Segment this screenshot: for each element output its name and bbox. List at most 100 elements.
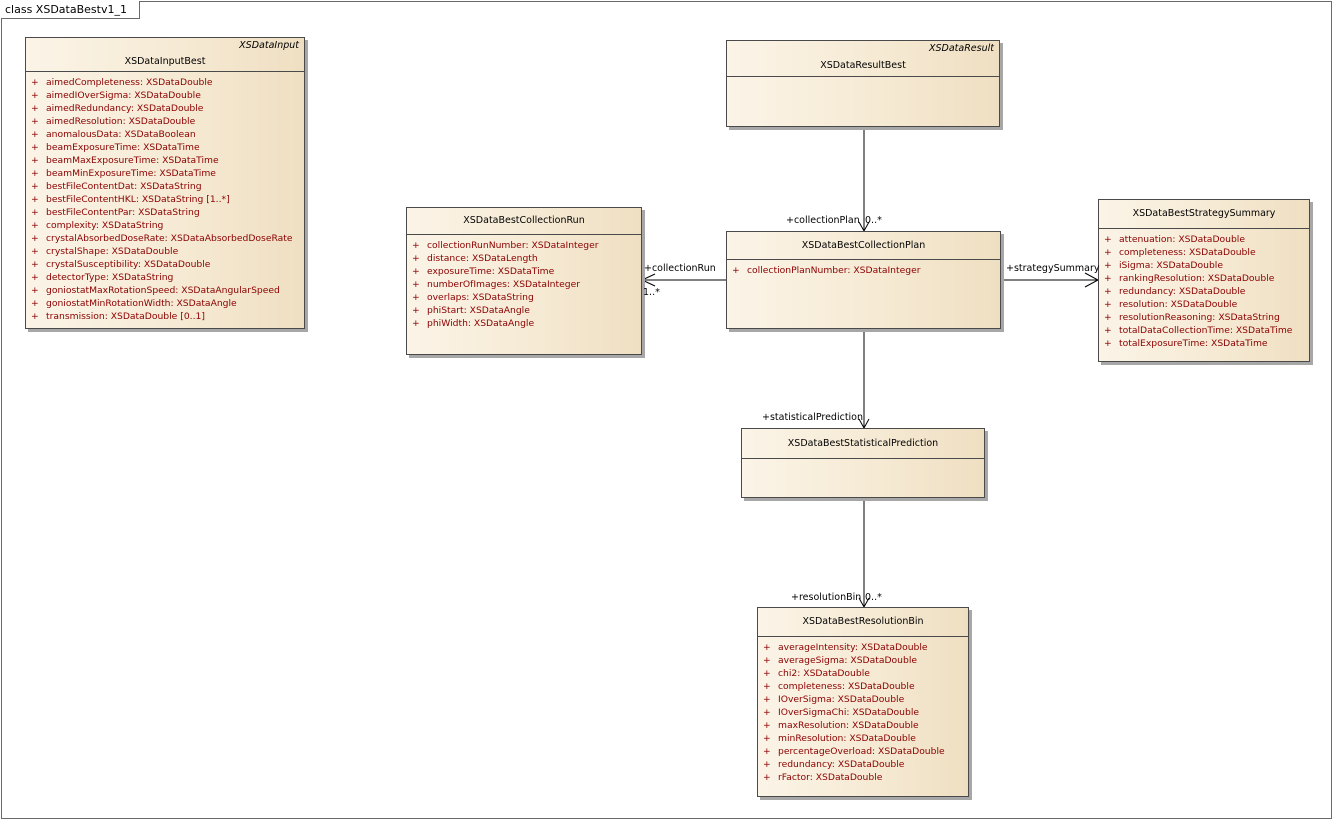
attribute-row[interactable]: +maxResolution: XSDataDouble: [758, 719, 968, 732]
visibility-marker: +: [763, 681, 771, 692]
attribute-text: numberOfImages: XSDataInteger: [427, 279, 581, 290]
attribute-row[interactable]: +crystalShape: XSDataDouble: [26, 245, 304, 258]
attribute-row[interactable]: +beamMaxExposureTime: XSDataTime: [26, 154, 304, 167]
attribute-row[interactable]: +redundancy: XSDataDouble: [758, 758, 968, 771]
attribute-row[interactable]: +averageIntensity: XSDataDouble: [758, 641, 968, 654]
attribute-row[interactable]: +collectionPlanNumber: XSDataInteger: [727, 264, 1000, 277]
attribute-text: aimedIOverSigma: XSDataDouble: [46, 90, 201, 101]
visibility-marker: +: [31, 116, 39, 127]
attribute-row[interactable]: +resolution: XSDataDouble: [1099, 298, 1309, 311]
attribute-row[interactable]: +goniostatMinRotationWidth: XSDataAngle: [26, 297, 304, 310]
attribute-row[interactable]: +transmission: XSDataDouble [0..1]: [26, 310, 304, 323]
attribute-row[interactable]: +phiStart: XSDataAngle: [407, 304, 641, 317]
class-header: XSDataBestCollectionRun: [407, 208, 641, 235]
attribute-text: phiWidth: XSDataAngle: [427, 318, 535, 329]
visibility-marker: +: [412, 266, 420, 277]
class-best-strategy-summary[interactable]: XSDataBestStrategySummary +attenuation: …: [1098, 199, 1310, 362]
attribute-row[interactable]: +totalDataCollectionTime: XSDataTime: [1099, 324, 1309, 337]
attribute-text: goniostatMaxRotationSpeed: XSDataAngular…: [46, 285, 280, 296]
attribute-row[interactable]: + attenuation: XSDataDouble: [1099, 233, 1309, 246]
attribute-row[interactable]: +IOverSigmaChi: XSDataDouble: [758, 706, 968, 719]
visibility-marker: +: [31, 285, 39, 296]
attribute-text: crystalAbsorbedDoseRate: XSDataAbsorbedD…: [46, 233, 293, 244]
visibility-marker: +: [1104, 234, 1112, 245]
attribute-row[interactable]: +distance: XSDataLength: [407, 252, 641, 265]
attribute-row[interactable]: + collectionRunNumber: XSDataInteger: [407, 239, 641, 252]
attribute-row[interactable]: +beamExposureTime: XSDataTime: [26, 141, 304, 154]
class-stereotype: XSDataInput: [239, 40, 299, 51]
attribute-text: anomalousData: XSDataBoolean: [46, 129, 196, 140]
visibility-marker: +: [763, 668, 771, 679]
class-header: XSDataBestCollectionPlan: [727, 232, 1000, 260]
visibility-marker: +: [412, 240, 420, 251]
visibility-marker: +: [732, 265, 740, 276]
attribute-row[interactable]: + aimedIOverSigma: XSDataDouble: [26, 89, 304, 102]
attribute-row[interactable]: +bestFileContentDat: XSDataString: [26, 180, 304, 193]
class-best-collection-run[interactable]: XSDataBestCollectionRun + collectionRunNu…: [406, 207, 642, 355]
class-result-best[interactable]: XSDataResult XSDataResultBest: [726, 40, 1000, 127]
attribute-row[interactable]: + goniostatMaxRotationSpeed: XSDataAngula…: [26, 284, 304, 297]
attribute-row[interactable]: +chi2: XSDataDouble: [758, 667, 968, 680]
attribute-text: redundancy: XSDataDouble: [778, 759, 905, 770]
attribute-row[interactable]: +numberOfImages: XSDataInteger: [407, 278, 641, 291]
visibility-marker: +: [1104, 312, 1112, 323]
attribute-row[interactable]: + percentageOverload: XSDataDouble: [758, 745, 968, 758]
attribute-row[interactable]: +averageSigma: XSDataDouble: [758, 654, 968, 667]
attribute-text: exposureTime: XSDataTime: [427, 266, 555, 277]
attribute-row[interactable]: +complexity: XSDataString: [26, 219, 304, 232]
attribute-row[interactable]: +anomalousData: XSDataBoolean: [26, 128, 304, 141]
attribute-row[interactable]: +rankingResolution: XSDataDouble: [1099, 272, 1309, 285]
attribute-row[interactable]: +phiWidth: XSDataAngle: [407, 317, 641, 330]
visibility-marker: +: [1104, 286, 1112, 297]
attribute-list: +aimedCompleteness: XSDataDouble+aimedIO…: [26, 72, 304, 323]
class-name: XSDataInputBest: [124, 56, 206, 67]
attribute-row[interactable]: +rFactor: XSDataDouble: [758, 771, 968, 784]
attribute-row[interactable]: +overlaps: XSDataString: [407, 291, 641, 304]
visibility-marker: +: [31, 311, 39, 322]
attribute-row[interactable]: +beamMinExposureTime: XSDataTime: [26, 167, 304, 180]
visibility-marker: +: [31, 233, 39, 244]
attribute-text: beamMinExposureTime: XSDataTime: [46, 168, 216, 179]
attribute-text: collectionRunNumber: XSDataInteger: [427, 240, 599, 251]
attribute-row[interactable]: +minResolution: XSDataDouble: [758, 732, 968, 745]
attribute-row[interactable]: + exposureTime: XSDataTime: [407, 265, 641, 278]
visibility-marker: +: [31, 90, 39, 101]
attribute-row[interactable]: + crystalAbsorbedDoseRate: XSDataAbsorbed…: [26, 232, 304, 245]
class-header: XSDataInput XSDataInputBest: [26, 38, 304, 72]
attribute-text: percentageOverload: XSDataDouble: [778, 746, 945, 757]
visibility-marker: +: [763, 746, 771, 757]
class-header: XSDataResult XSDataResultBest: [727, 41, 999, 77]
attribute-text: crystalShape: XSDataDouble: [46, 246, 179, 257]
attribute-row[interactable]: +bestFileContentPar: XSDataString: [26, 206, 304, 219]
attribute-text: aimedCompleteness: XSDataDouble: [46, 77, 213, 88]
attribute-row[interactable]: +aimedCompleteness: XSDataDouble: [26, 76, 304, 89]
class-best-collection-plan[interactable]: XSDataBestCollectionPlan +collectionPlan…: [726, 231, 1001, 329]
attribute-text: crystalSusceptibility: XSDataDouble: [46, 259, 211, 270]
attribute-row[interactable]: +totalExposureTime: XSDataTime: [1099, 337, 1309, 350]
attribute-list: + collectionRunNumber: XSDataInteger+dist…: [407, 235, 641, 330]
attribute-row[interactable]: +redundancy: XSDataDouble: [1099, 285, 1309, 298]
attribute-row[interactable]: +aimedResolution: XSDataDouble: [26, 115, 304, 128]
attribute-row[interactable]: +resolutionReasoning: XSDataString: [1099, 311, 1309, 324]
attribute-list: + attenuation: XSDataDouble+completeness:…: [1099, 229, 1309, 350]
attribute-row[interactable]: +completeness: XSDataDouble: [758, 680, 968, 693]
class-input-best[interactable]: XSDataInput XSDataInputBest +aimedComple…: [25, 37, 305, 329]
attribute-row[interactable]: +IOverSigma: XSDataDouble: [758, 693, 968, 706]
attribute-text: iSigma: XSDataDouble: [1119, 260, 1223, 271]
arrowhead-collection-run: [640, 273, 656, 287]
class-name: XSDataBestResolutionBin: [802, 616, 924, 627]
attribute-row[interactable]: +aimedRedundancy: XSDataDouble: [26, 102, 304, 115]
attribute-row[interactable]: +bestFileContentHKL: XSDataString [1..*]: [26, 193, 304, 206]
visibility-marker: +: [31, 207, 39, 218]
class-name: XSDataBestStatisticalPrediction: [787, 438, 939, 449]
class-best-statistical-prediction[interactable]: XSDataBestStatisticalPrediction: [741, 428, 985, 498]
attribute-row[interactable]: +iSigma: XSDataDouble: [1099, 259, 1309, 272]
attribute-text: IOverSigma: XSDataDouble: [778, 694, 905, 705]
visibility-marker: +: [763, 720, 771, 731]
attribute-row[interactable]: +crystalSusceptibility: XSDataDouble: [26, 258, 304, 271]
attribute-row[interactable]: +detectorType: XSDataString: [26, 271, 304, 284]
attribute-row[interactable]: +completeness: XSDataDouble: [1099, 246, 1309, 259]
class-best-resolution-bin[interactable]: XSDataBestResolutionBin +averageIntensit…: [757, 607, 969, 797]
visibility-marker: +: [763, 733, 771, 744]
attribute-text: attenuation: XSDataDouble: [1119, 234, 1245, 245]
